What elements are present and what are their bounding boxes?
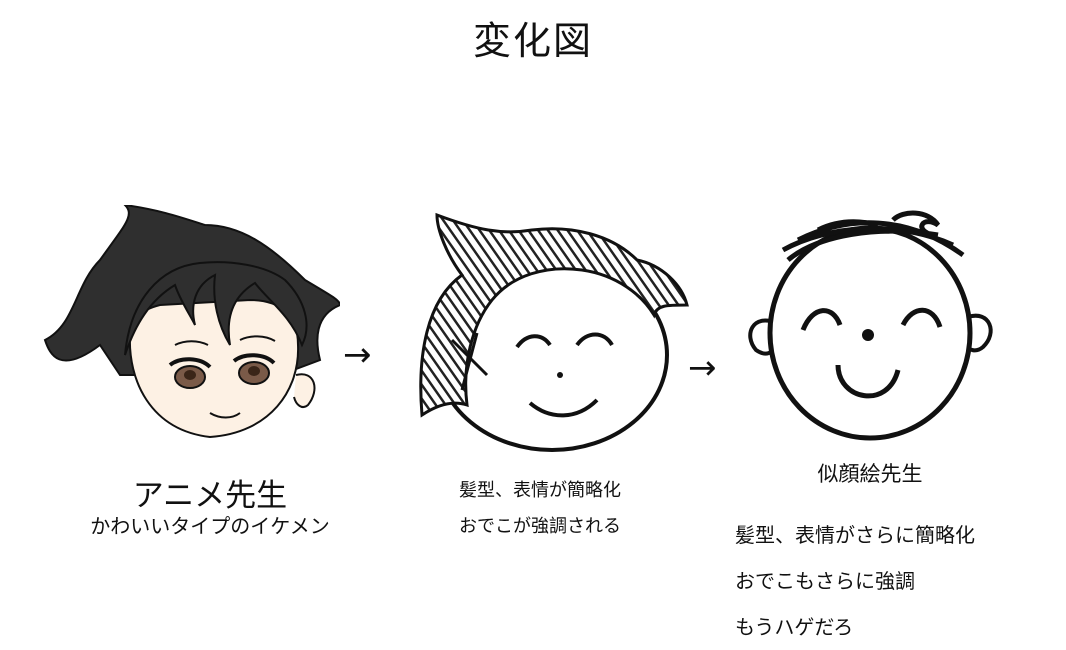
caricature-left-eye bbox=[800, 308, 843, 332]
diagram-title: 変化図 bbox=[472, 19, 593, 63]
anime-face-illustration bbox=[43, 205, 340, 439]
stage3-note: もうハゲだろ bbox=[735, 615, 854, 639]
arrow-right-icon: → bbox=[688, 348, 717, 388]
anime-mouth bbox=[209, 412, 241, 419]
arrow-right-icon: → bbox=[343, 335, 372, 375]
anime-bangs bbox=[124, 261, 308, 356]
simplified-right-eye bbox=[575, 332, 614, 347]
caricature-right-eye bbox=[900, 307, 943, 328]
anime-face-skin bbox=[128, 298, 300, 439]
caricature-face-illustration bbox=[748, 210, 993, 441]
simplified-hair bbox=[419, 212, 689, 418]
stage3-name: 似顔絵先生 bbox=[817, 462, 923, 486]
simplified-mouth bbox=[528, 398, 599, 418]
simplified-left-eye bbox=[515, 334, 552, 349]
stage3-note: 髪型、表情がさらに簡略化 bbox=[735, 523, 975, 547]
caricature-scribble-hair bbox=[781, 210, 965, 262]
caricature-nose bbox=[862, 329, 874, 341]
simplified-face-illustration bbox=[419, 212, 689, 452]
stage1-description: かわいいタイプのイケメン bbox=[90, 514, 330, 538]
anime-ear bbox=[293, 373, 316, 408]
stage3-note: おでこもさらに強調 bbox=[735, 569, 915, 593]
stage1-name: アニメ先生 bbox=[132, 478, 288, 514]
stage2-note: 髪型、表情が簡略化 bbox=[459, 480, 621, 501]
stage3-notes: 髪型、表情がさらに簡略化 おでこもさらに強調 もうハゲだろ bbox=[735, 512, 975, 650]
stage2-notes: 髪型、表情が簡略化 おでこが強調される bbox=[400, 473, 680, 545]
stage2-note: おでこが強調される bbox=[459, 516, 621, 537]
caricature-mouth bbox=[835, 364, 901, 399]
